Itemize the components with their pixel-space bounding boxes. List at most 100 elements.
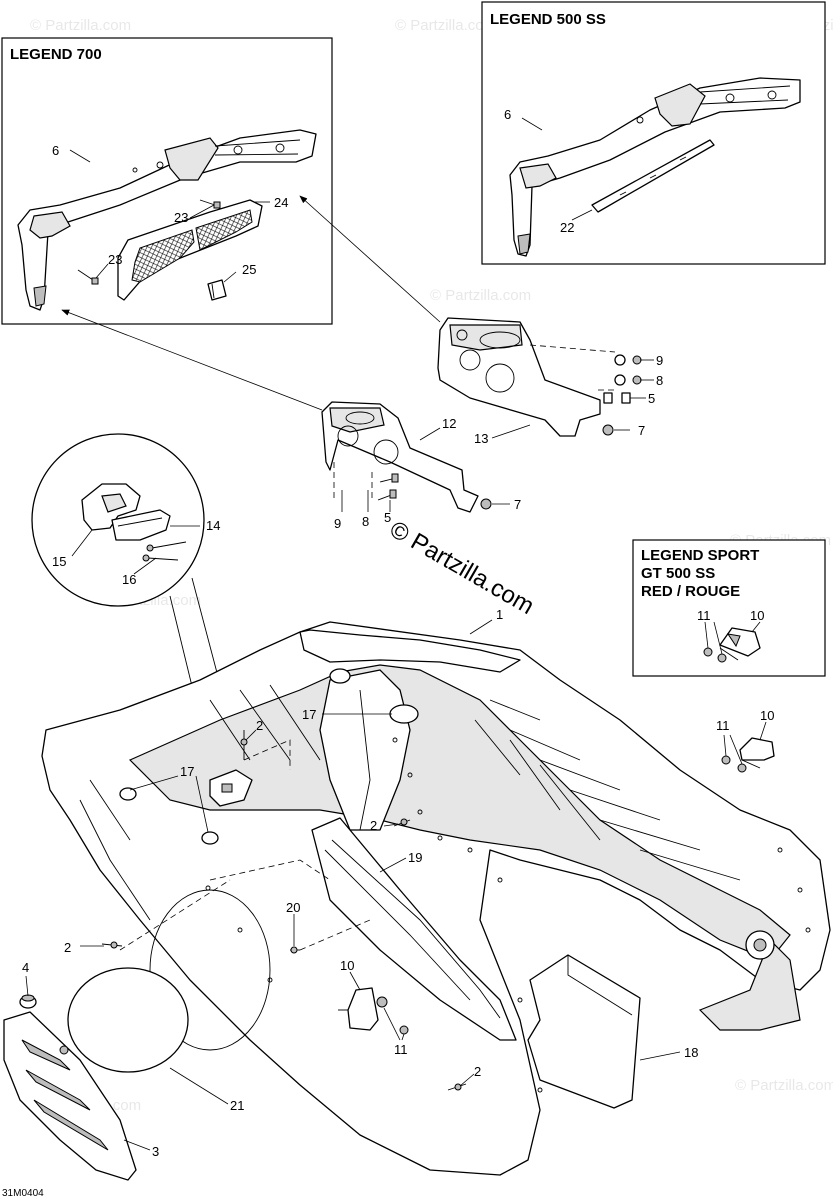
callout-25: 25 bbox=[242, 262, 256, 277]
callout-10: 10 bbox=[340, 958, 354, 973]
leader-line bbox=[223, 271, 237, 283]
callout-8: 8 bbox=[656, 373, 663, 388]
hardware-group bbox=[377, 473, 492, 510]
bracket-10-part bbox=[721, 737, 775, 773]
leader-line bbox=[751, 621, 761, 633]
leader-line bbox=[571, 209, 593, 221]
watermark-text: © Partzilla.com bbox=[735, 1077, 833, 1094]
arrow-leader bbox=[61, 309, 323, 411]
round-disc-part bbox=[67, 967, 189, 1073]
callout-12: 12 bbox=[442, 416, 456, 431]
hardware-group bbox=[602, 354, 642, 436]
callout-10: 10 bbox=[760, 708, 774, 723]
leader-line bbox=[69, 149, 91, 163]
legend-700-title: LEGEND 700 bbox=[10, 46, 102, 63]
leader-line bbox=[123, 1139, 151, 1151]
dashed-guide bbox=[209, 859, 331, 881]
callout-23: 23 bbox=[174, 210, 188, 225]
callout-9: 9 bbox=[334, 516, 341, 531]
callout-2: 2 bbox=[370, 818, 377, 833]
arrow-leader bbox=[299, 195, 441, 323]
legend-sport-panel: LEGEND SPORT GT 500 SS RED / ROUGE 11 10 bbox=[632, 539, 826, 677]
callout-6: 6 bbox=[504, 107, 511, 122]
callout-2: 2 bbox=[256, 718, 263, 733]
rivet-part bbox=[101, 730, 467, 1091]
legend-500ss-title: LEGEND 500 SS bbox=[490, 11, 606, 28]
callout-24: 24 bbox=[274, 195, 288, 210]
bracket-part bbox=[703, 627, 761, 663]
leader-line bbox=[459, 1073, 475, 1087]
watermark-text: © Partzilla.com bbox=[30, 17, 131, 34]
callout-1: 1 bbox=[496, 607, 503, 622]
leader-line bbox=[133, 557, 157, 575]
leader-line bbox=[723, 734, 727, 757]
leader-line bbox=[383, 1007, 401, 1041]
callout-11: 11 bbox=[716, 718, 730, 733]
leader-line bbox=[491, 424, 531, 439]
callout-21: 21 bbox=[230, 1098, 244, 1113]
callout-15: 15 bbox=[52, 554, 66, 569]
callout-5: 5 bbox=[648, 391, 655, 406]
strip-part bbox=[591, 139, 715, 213]
dashed-guide bbox=[243, 739, 291, 770]
leader-line bbox=[169, 1067, 229, 1105]
legend-sport-title-line1: LEGEND SPORT bbox=[641, 547, 759, 564]
watermark-text: © Partzilla.com bbox=[395, 17, 496, 34]
leader-line bbox=[129, 775, 179, 791]
rail-13-part bbox=[437, 317, 616, 437]
rivet-holes bbox=[205, 737, 811, 1093]
leader-line bbox=[639, 1051, 681, 1061]
callout-11: 11 bbox=[394, 1042, 408, 1057]
leader-line bbox=[195, 775, 209, 833]
diagram-code: 31M0404 bbox=[2, 1188, 44, 1199]
leader-line bbox=[71, 529, 93, 557]
callout-11: 11 bbox=[697, 608, 711, 623]
grommet-part bbox=[19, 994, 37, 1009]
screw-part bbox=[77, 199, 221, 285]
kick-panel-part bbox=[3, 1011, 137, 1181]
callout-14: 14 bbox=[206, 518, 220, 533]
callout-6: 6 bbox=[52, 143, 59, 158]
foam-pad-part bbox=[527, 954, 641, 1109]
callout-23: 23 bbox=[108, 252, 122, 267]
bumper-500ss-part bbox=[509, 77, 801, 257]
bumper-700-part bbox=[17, 129, 317, 311]
pin-part bbox=[142, 541, 187, 562]
leader-line bbox=[759, 721, 767, 741]
leader-line bbox=[729, 734, 743, 765]
legend-500ss-panel: LEGEND 500 SS 6 22 bbox=[481, 1, 826, 265]
callout-2: 2 bbox=[474, 1064, 481, 1079]
legend-sport-title-line2: GT 500 SS bbox=[641, 565, 715, 582]
copyright-text: © Partzilla.com bbox=[385, 516, 539, 620]
bracket-10-part bbox=[338, 987, 409, 1035]
leader-line bbox=[245, 729, 257, 741]
leader-line bbox=[189, 204, 215, 219]
clip-part bbox=[207, 279, 227, 301]
rail-12-part bbox=[321, 401, 479, 513]
dashed-guide bbox=[299, 919, 371, 951]
leader-line bbox=[349, 971, 361, 991]
callout-3: 3 bbox=[152, 1144, 159, 1159]
hinge-bracket-part bbox=[81, 483, 171, 541]
leader-line bbox=[521, 117, 543, 131]
leader-line bbox=[25, 975, 29, 997]
leader-line bbox=[419, 427, 441, 441]
hinge-mount-part bbox=[209, 769, 253, 807]
leader-line bbox=[383, 823, 399, 827]
callout-7: 7 bbox=[638, 423, 645, 438]
legend-sport-box bbox=[632, 539, 826, 677]
leader-line bbox=[95, 263, 109, 279]
dashed-guide bbox=[119, 879, 231, 951]
callout-5: 5 bbox=[384, 510, 391, 525]
legend-700-panel: LEGEND 700 bbox=[1, 37, 333, 325]
leader-line bbox=[401, 1033, 405, 1041]
callout-7: 7 bbox=[514, 497, 521, 512]
strip-19-part bbox=[311, 817, 517, 1041]
callout-10: 10 bbox=[750, 608, 764, 623]
callout-4: 4 bbox=[22, 960, 29, 975]
detail-magnifier: 14 15 16 bbox=[31, 433, 220, 607]
callout-17: 17 bbox=[180, 764, 194, 779]
callout-17: 17 bbox=[302, 707, 316, 722]
leader-line bbox=[379, 857, 407, 873]
